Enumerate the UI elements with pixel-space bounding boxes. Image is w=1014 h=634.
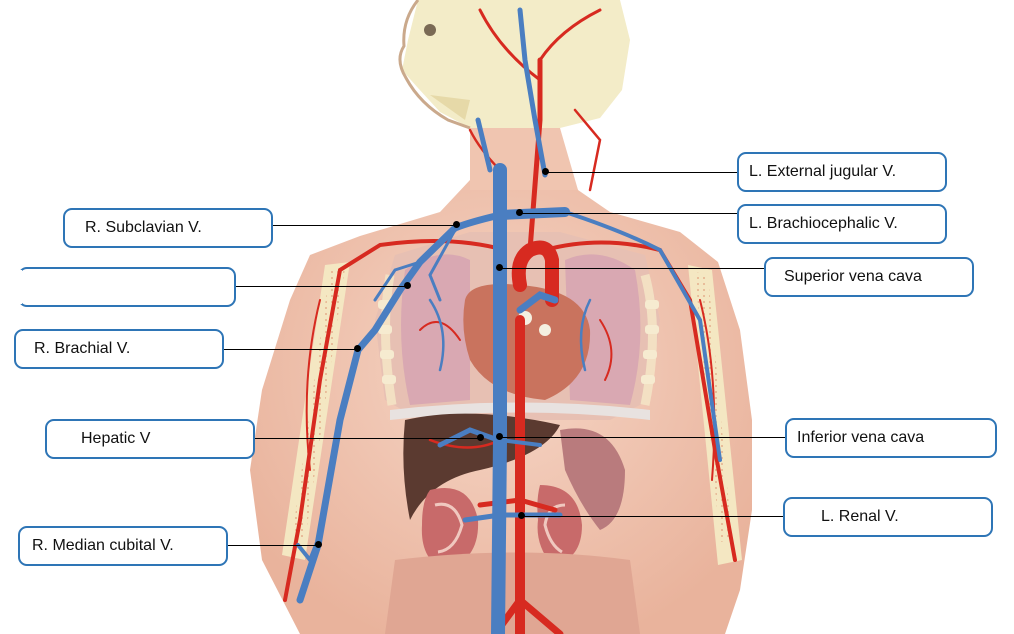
- leader-r-brachial: [223, 349, 358, 350]
- label-r-brachial-v-text: R. Brachial V.: [34, 340, 131, 357]
- leader-dot-hepatic: [477, 434, 484, 441]
- leader-dot-superior-vena-cava: [496, 264, 503, 271]
- leader-dot-r-median-cubital: [315, 541, 322, 548]
- leader-l-brachiocephalic: [520, 213, 738, 214]
- leader-r-subclavian: [272, 225, 457, 226]
- right-lung: [401, 254, 470, 405]
- leader-l-external-jugular: [546, 172, 738, 173]
- label-l-renal-v[interactable]: L. Renal V.: [783, 497, 993, 537]
- leader-r-median-cubital: [227, 545, 319, 546]
- label-r-subclavian-v[interactable]: R. Subclavian V.: [63, 208, 273, 248]
- stomach: [560, 428, 625, 530]
- label-l-external-jugular-v[interactable]: L. External jugular V.: [737, 152, 947, 192]
- rib-cage: [380, 273, 657, 406]
- leader-dot-l-external-jugular: [542, 168, 549, 175]
- label-superior-vena-cava[interactable]: Superior vena cava: [764, 257, 974, 297]
- leader-l-renal: [522, 516, 784, 517]
- label-l-brachiocephalic-v[interactable]: L. Brachiocephalic V.: [737, 204, 947, 244]
- label-inferior-vena-cava[interactable]: Inferior vena cava: [785, 418, 997, 458]
- skull: [402, 0, 630, 128]
- label-hepatic-v[interactable]: Hepatic V: [45, 419, 255, 459]
- leader-blank: [236, 286, 408, 287]
- label-r-brachial-v[interactable]: R. Brachial V.: [14, 329, 224, 369]
- label-l-external-jugular-v-text: L. External jugular V.: [749, 163, 897, 180]
- label-l-renal-v-text: L. Renal V.: [821, 508, 899, 525]
- label-r-median-cubital-v[interactable]: R. Median cubital V.: [18, 526, 228, 566]
- label-r-subclavian-v-text: R. Subclavian V.: [85, 219, 202, 236]
- leader-dot-blank: [404, 282, 411, 289]
- left-kidney: [537, 485, 582, 565]
- label-inferior-vena-cava-text: Inferior vena cava: [797, 429, 925, 446]
- leader-dot-inferior-vena-cava: [496, 433, 503, 440]
- leader-hepatic: [254, 438, 481, 439]
- label-blank-answer[interactable]: [18, 267, 236, 307]
- leader-superior-vena-cava: [500, 268, 765, 269]
- leader-inferior-vena-cava: [500, 437, 785, 438]
- right-kidney: [421, 488, 479, 570]
- label-r-median-cubital-v-text: R. Median cubital V.: [32, 537, 174, 554]
- blank-box-mask: [16, 270, 22, 304]
- leader-dot-l-renal: [518, 512, 525, 519]
- leader-dot-r-brachial: [354, 345, 361, 352]
- label-l-brachiocephalic-v-text: L. Brachiocephalic V.: [749, 215, 898, 232]
- label-superior-vena-cava-text: Superior vena cava: [784, 268, 922, 285]
- leader-dot-r-subclavian: [453, 221, 460, 228]
- label-hepatic-v-text: Hepatic V: [81, 430, 151, 447]
- leader-dot-l-brachiocephalic: [516, 209, 523, 216]
